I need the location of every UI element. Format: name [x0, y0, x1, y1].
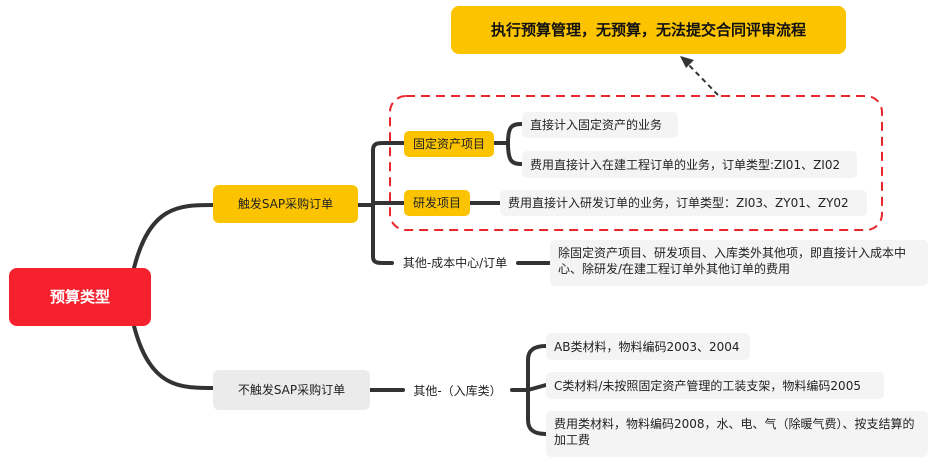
leaf-fixed-asset-1[interactable]: 直接计入固定资产的业务 [522, 112, 678, 138]
root-node[interactable]: 预算类型 [9, 268, 151, 326]
connector-inbound-leaves [510, 344, 548, 436]
leaf-rd-1[interactable]: 费用直接计入研发订单的业务，订单类型：ZI03、ZY01、ZY02 [500, 190, 867, 216]
node-other-inbound[interactable]: 其他-（入库类） [413, 384, 502, 398]
node-rd[interactable]: 研发项目 [404, 190, 470, 216]
connector-trigger-vertical [371, 141, 406, 265]
highlight-dashed-box [389, 95, 883, 231]
connector-root-trigger [132, 203, 215, 270]
node-other-cost-center[interactable]: 其他-成本中心/订单 [402, 256, 508, 270]
branch-no-trigger-sap[interactable]: 不触发SAP采购订单 [213, 370, 370, 410]
leaf-fixed-asset-2[interactable]: 费用直接计入在建工程订单的业务，订单类型:ZI01、ZI02 [522, 151, 857, 178]
node-fixed-asset[interactable]: 固定资产项目 [404, 131, 494, 157]
callout-note[interactable]: 执行预算管理，无预算，无法提交合同评审流程 [451, 6, 846, 54]
callout-arrow-head [680, 56, 694, 68]
connector-root-no-trigger [132, 324, 215, 390]
branch-trigger-sap[interactable]: 触发SAP采购订单 [213, 185, 358, 223]
leaf-inbound-1[interactable]: AB类材料，物料编码2003、2004 [546, 333, 750, 360]
leaf-other-cost-center[interactable]: 除固定资产项目、研发项目、入库类外其他项，即直接计入成本中心、除研发/在建工程订… [550, 240, 928, 286]
leaf-inbound-3[interactable]: 费用类材料，物料编码2008，水、电、气（除暖气费）、按支结算的加工费 [546, 411, 928, 457]
connector-fixed-asset-leaves [492, 122, 524, 166]
callout-arrow [685, 61, 719, 96]
leaf-inbound-2[interactable]: C类材料/未按照固定资产管理的工装支架，物料编码2005 [546, 372, 884, 399]
